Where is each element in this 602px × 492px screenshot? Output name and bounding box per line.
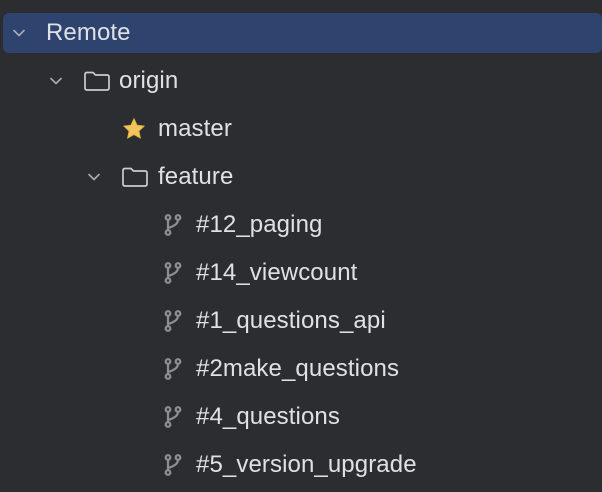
branch-item[interactable]: #1_questions_api (0, 301, 602, 341)
branch-icon (162, 213, 184, 237)
branch-label: #1_questions_api (196, 307, 386, 334)
folder-icon (121, 165, 149, 189)
tree-node-origin[interactable]: origin (0, 61, 602, 101)
branch-label: #2make_questions (196, 355, 400, 382)
branch-icon (162, 405, 184, 429)
tree-node-label: origin (119, 67, 179, 94)
branch-item[interactable]: #5_version_upgrade (0, 445, 602, 485)
branch-icon (162, 453, 184, 477)
branch-item[interactable]: #12_paging (0, 205, 602, 245)
branch-label: #5_version_upgrade (196, 451, 417, 478)
branch-label: #12_paging (196, 211, 323, 238)
branch-icon (162, 261, 184, 285)
branch-label: #14_viewcount (196, 259, 358, 286)
branch-icon (162, 309, 184, 333)
branch-item[interactable]: #14_viewcount (0, 253, 602, 293)
tree-node-master[interactable]: master (0, 109, 602, 149)
branch-item[interactable]: #4_questions (0, 397, 602, 437)
tree-node-label: feature (158, 163, 234, 190)
chevron-down-icon[interactable] (11, 25, 27, 41)
tree-node-remote[interactable]: Remote (3, 13, 602, 53)
tree-node-label: master (158, 115, 232, 142)
chevron-down-icon[interactable] (86, 169, 102, 185)
branch-label: #4_questions (196, 403, 340, 430)
chevron-down-icon[interactable] (48, 73, 64, 89)
star-icon (121, 117, 147, 141)
branch-icon (162, 357, 184, 381)
branch-item[interactable]: #2make_questions (0, 349, 602, 389)
tree-node-label: Remote (46, 19, 131, 46)
folder-icon (83, 69, 111, 93)
tree-node-feature[interactable]: feature (0, 157, 602, 197)
